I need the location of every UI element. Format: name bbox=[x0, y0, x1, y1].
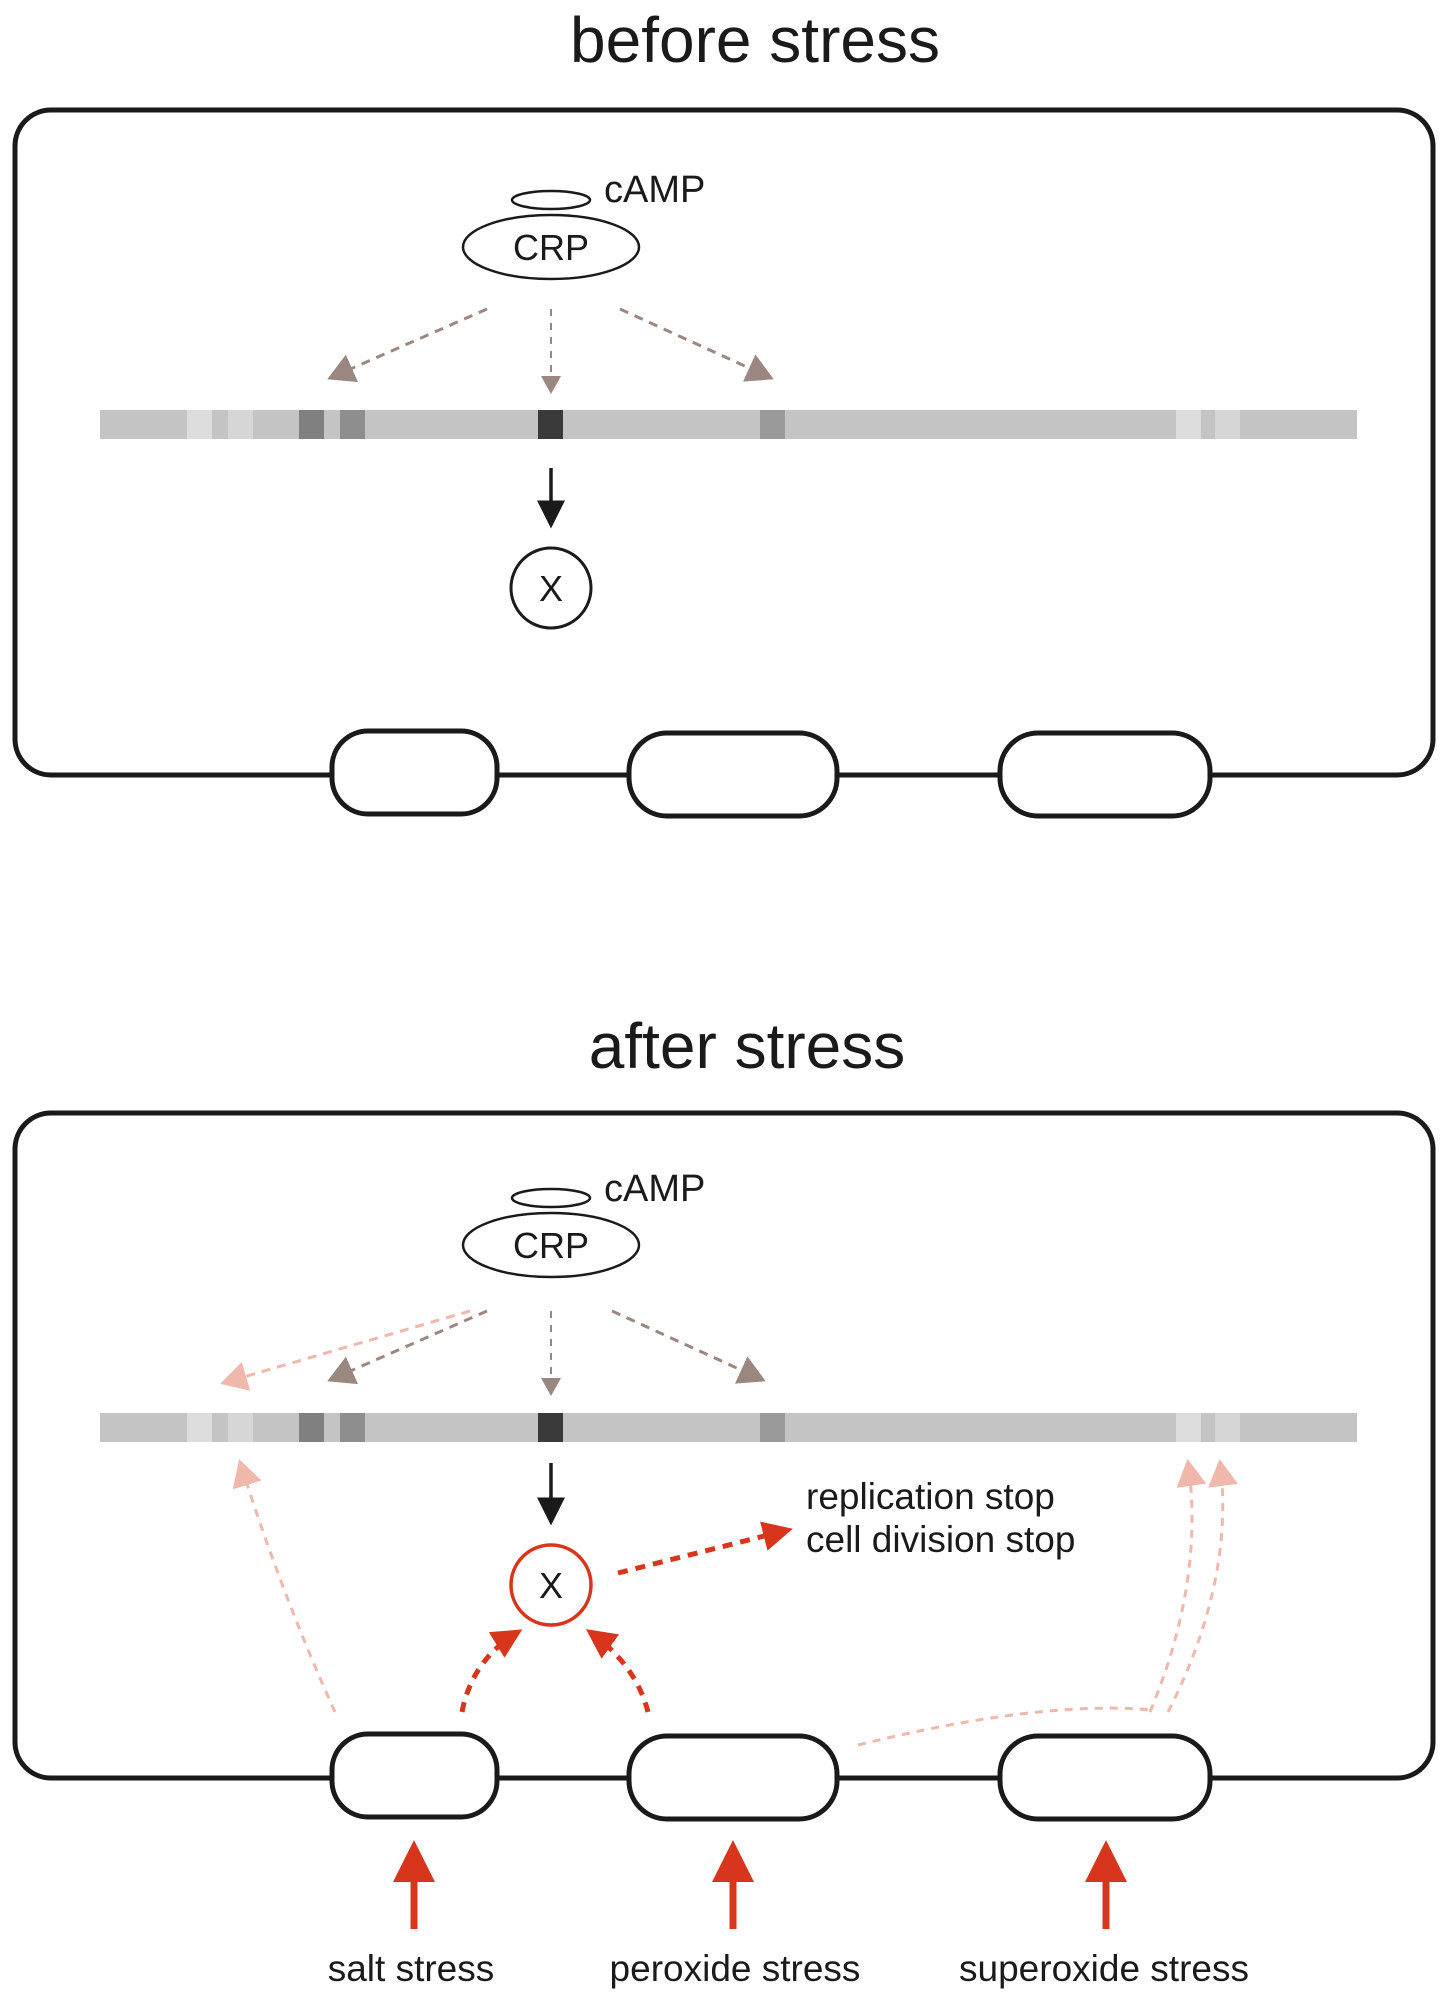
gene-locus bbox=[1176, 410, 1201, 439]
peroxide-sensor bbox=[626, 1733, 840, 1822]
crp-regulation-arrow bbox=[619, 307, 774, 382]
before-stress-panel: before stress CRP cAMP X bbox=[12, 4, 1436, 819]
before-stress-title: before stress bbox=[570, 4, 940, 76]
gene-locus bbox=[1215, 410, 1240, 439]
gene-locus bbox=[340, 410, 365, 439]
cell-membrane bbox=[12, 1110, 1436, 1781]
membrane-sensor bbox=[626, 730, 840, 819]
gene-locus bbox=[1176, 1413, 1201, 1442]
salt-sensor bbox=[329, 1731, 500, 1820]
peroxide-to-x-arrow bbox=[585, 1629, 651, 1713]
protein-x-label: X bbox=[539, 568, 563, 609]
superoxide-sensor bbox=[997, 1733, 1213, 1822]
superoxide-stress-label: superoxide stress bbox=[959, 1948, 1249, 1989]
gene-locus bbox=[1215, 1413, 1240, 1442]
crp-regulation-arrow bbox=[327, 1309, 488, 1385]
gene-locus bbox=[228, 1413, 253, 1442]
gene-locus bbox=[760, 1413, 785, 1442]
gene-locus bbox=[187, 410, 212, 439]
protein-x bbox=[509, 546, 593, 630]
chromosome bbox=[100, 1413, 1357, 1442]
camp-label: cAMP bbox=[604, 1168, 705, 1210]
gene-locus-x bbox=[538, 1413, 563, 1442]
gene-locus bbox=[299, 1413, 324, 1442]
salt-to-dna-arrow bbox=[232, 1459, 337, 1713]
camp-molecule bbox=[510, 189, 592, 211]
crp-protein bbox=[461, 213, 641, 281]
crp-protein bbox=[461, 1211, 641, 1279]
gene-locus bbox=[299, 410, 324, 439]
after-stress-panel: after stress CRP cAMP X replicatio bbox=[12, 1010, 1436, 1989]
gene-locus bbox=[760, 410, 785, 439]
protein-x-label: X bbox=[539, 1565, 563, 1606]
membrane-sensor bbox=[997, 730, 1213, 819]
peroxide-stress-label: peroxide stress bbox=[610, 1948, 861, 1989]
after-stress-title: after stress bbox=[589, 1010, 906, 1082]
cell-membrane bbox=[12, 107, 1436, 778]
membrane-sensor bbox=[329, 728, 500, 817]
chromosome bbox=[100, 410, 1357, 439]
effect-cell-division-stop: cell division stop bbox=[806, 1519, 1075, 1560]
gene-locus-x bbox=[538, 410, 563, 439]
x-effect-arrow bbox=[617, 1521, 793, 1576]
gene-locus bbox=[228, 410, 253, 439]
crp-label: CRP bbox=[513, 227, 589, 268]
crp-regulation-arrow bbox=[611, 1309, 766, 1384]
effect-replication-stop: replication stop bbox=[806, 1476, 1055, 1517]
gene-locus bbox=[340, 1413, 365, 1442]
salt-to-x-arrow bbox=[459, 1629, 523, 1713]
superoxide-to-dna-arrow bbox=[1166, 1459, 1238, 1713]
camp-molecule bbox=[510, 1187, 592, 1209]
crp-regulation-arrow-faint bbox=[220, 1309, 471, 1391]
gene-locus bbox=[187, 1413, 212, 1442]
salt-stress-label: salt stress bbox=[328, 1948, 495, 1989]
camp-label: cAMP bbox=[604, 169, 705, 211]
crp-regulation-arrow bbox=[327, 307, 488, 383]
protein-x bbox=[509, 1543, 593, 1627]
peroxide-to-superoxide-arrow bbox=[857, 1706, 1153, 1747]
crp-label: CRP bbox=[513, 1225, 589, 1266]
superoxide-to-dna-arrow bbox=[1148, 1459, 1207, 1713]
